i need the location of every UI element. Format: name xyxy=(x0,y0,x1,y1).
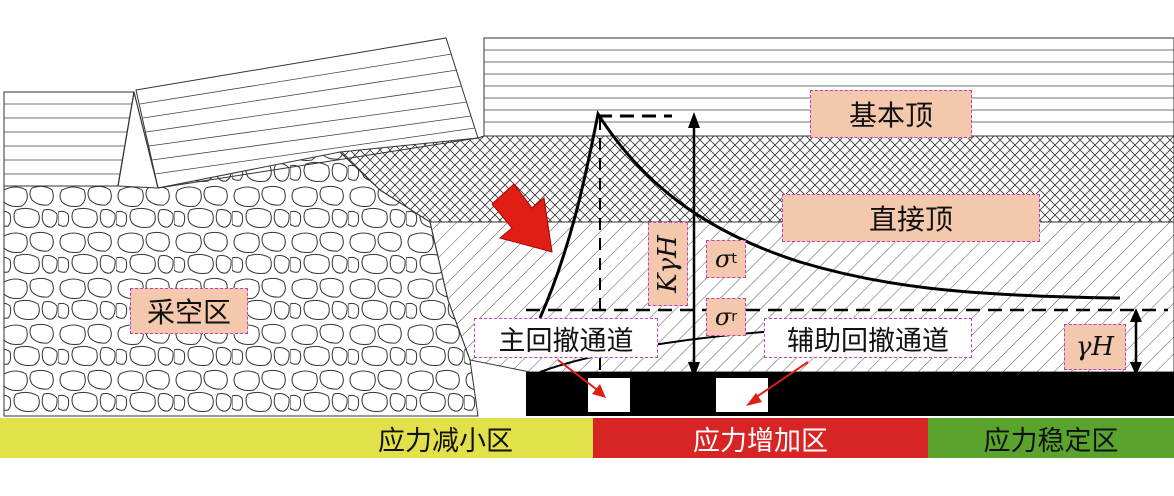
zone-stress-decrease: 应力减小区 xyxy=(0,418,593,458)
roadway-pointer-arrows xyxy=(557,359,809,406)
sigma-r-subscript: r xyxy=(731,309,738,325)
in-situ-stress-text: γH xyxy=(1075,332,1115,362)
aux-roadway-label: 辅助回撤通道 xyxy=(764,318,972,358)
zone-stress-stable: 应力稳定区 xyxy=(928,418,1174,458)
aux-roadway-text: 辅助回撤通道 xyxy=(787,325,949,357)
thick-red-arrow-icon xyxy=(491,183,553,253)
in-situ-stress-label: γH xyxy=(1064,324,1126,370)
stress-zone-bar xyxy=(0,418,1174,458)
peak-stress-label: KγH xyxy=(648,222,688,306)
goaf-label: 采空区 xyxy=(130,288,248,334)
peak-stress-arrow xyxy=(688,112,700,378)
sigma-r-symbol: σ xyxy=(714,303,732,331)
goaf-rubble xyxy=(3,151,479,417)
in-situ-stress-arrow xyxy=(1130,308,1142,376)
sigma-t-symbol: σ xyxy=(714,245,732,273)
goaf-text: 采空区 xyxy=(146,296,231,329)
main-roof-layer xyxy=(3,37,1174,189)
immediate-roof-text: 直接顶 xyxy=(868,203,953,236)
zone-stress-increase-text: 应力增加区 xyxy=(693,425,828,457)
main-roadway-text: 主回撤通道 xyxy=(498,325,634,357)
main-roadway-label: 主回撤通道 xyxy=(474,318,658,358)
main-roof-label: 基本顶 xyxy=(810,90,972,138)
main-roof-text: 基本顶 xyxy=(848,99,933,132)
sigma-t-subscript: t xyxy=(731,251,738,267)
peak-stress-text: KγH xyxy=(653,235,684,293)
zone-stress-stable-text: 应力稳定区 xyxy=(983,425,1119,457)
main-roadway-opening xyxy=(588,378,630,412)
coal-seam xyxy=(526,372,1174,416)
zone-stress-increase: 应力增加区 xyxy=(593,418,928,458)
immediate-roof-label: 直接顶 xyxy=(782,194,1040,242)
immediate-roof-crosshatch xyxy=(338,135,1174,223)
zone-stress-decrease-text: 应力减小区 xyxy=(378,425,513,457)
